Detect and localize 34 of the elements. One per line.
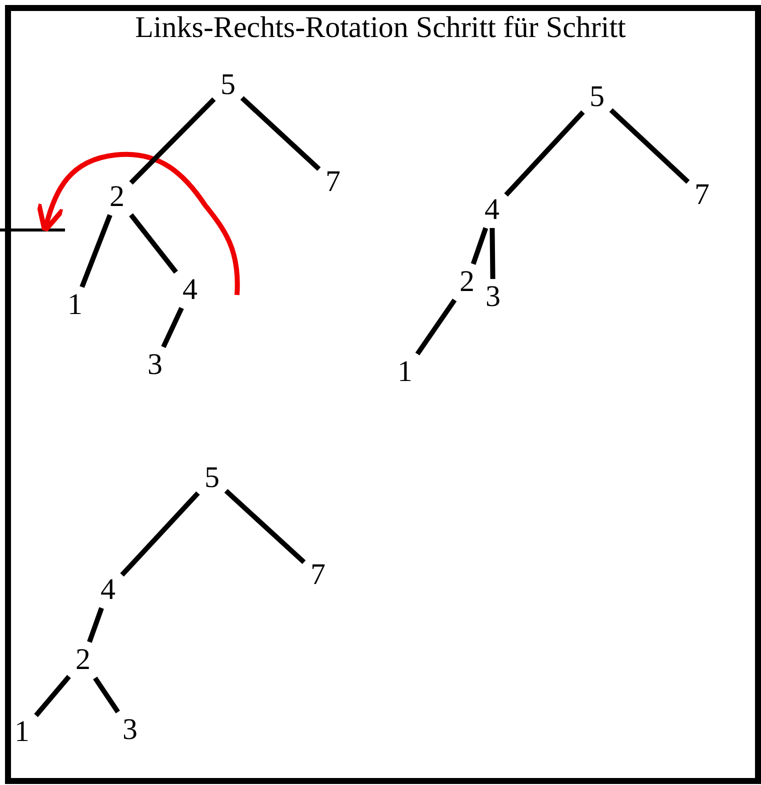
node-label: 3 — [143, 349, 167, 381]
node-label: 1 — [63, 289, 87, 321]
tree-edge — [490, 228, 496, 280]
node-label: 3 — [118, 714, 142, 746]
tree-edge — [129, 97, 216, 185]
node-label: 4 — [480, 194, 504, 226]
tree-edge — [240, 96, 321, 171]
node-label: 2 — [455, 266, 479, 298]
node-label: 5 — [216, 69, 240, 101]
node-label: 4 — [178, 274, 202, 306]
tree-edge — [120, 491, 200, 577]
tree-edge — [609, 108, 690, 184]
tree-edge — [470, 227, 488, 265]
node-label: 7 — [321, 166, 345, 198]
tree-edge — [161, 306, 184, 348]
title: Links-Rechts-Rotation Schritt für Schritt — [134, 10, 627, 46]
tree-edge — [93, 676, 120, 714]
tree-edge — [415, 298, 457, 356]
tree-edge — [87, 607, 104, 643]
tree-edge — [504, 110, 585, 197]
node-label: 1 — [10, 716, 34, 748]
node-label: 1 — [393, 356, 417, 388]
node-label: 5 — [200, 462, 224, 494]
node-label: 2 — [105, 181, 129, 213]
tree-edge — [224, 488, 306, 564]
node-label: 7 — [306, 559, 330, 591]
node-label: 7 — [690, 179, 714, 211]
node-label: 2 — [71, 644, 95, 676]
node-label: 3 — [481, 281, 505, 313]
node-label: 4 — [96, 574, 120, 606]
tree-edge — [129, 213, 178, 274]
tree-edge — [34, 674, 71, 718]
node-label: 5 — [585, 81, 609, 113]
tree-edge — [80, 214, 112, 288]
